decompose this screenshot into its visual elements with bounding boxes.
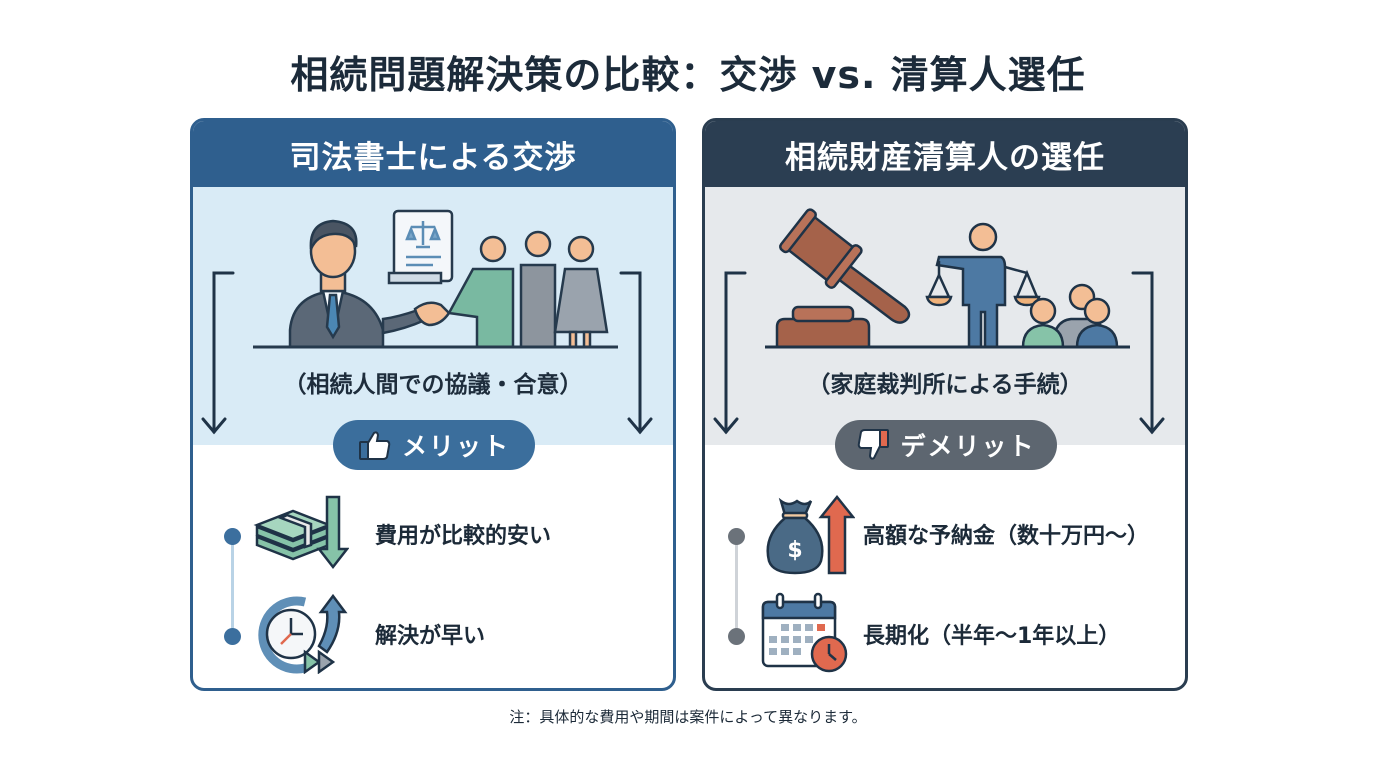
handshake-icon: [413, 301, 451, 327]
list-bullet: [728, 528, 745, 545]
merit-list: 費用が比較的安い 解決が早い: [193, 476, 673, 686]
bracket-arrow-left-icon: [201, 271, 235, 435]
list-bullet: [224, 628, 241, 645]
negotiation-panel: 司法書士による交渉: [190, 118, 676, 691]
thumbs-up-icon: [358, 431, 391, 460]
demerit-label: デメリット: [900, 432, 1036, 461]
illustration-area: （家庭裁判所による手続）: [705, 187, 1185, 445]
heirs-group-icon: [1021, 283, 1119, 349]
illustration-area: （相続人間での協議・合意）: [193, 187, 673, 445]
gavel-icon: [775, 208, 911, 349]
court-procedure-illustration: [713, 208, 1165, 435]
money-stack-down-arrow-icon: [253, 495, 349, 570]
list-connector: [735, 528, 738, 628]
clock-fast-forward-icon: [258, 593, 348, 674]
administrator-panel: 相続財産清算人の選任: [702, 118, 1188, 691]
approach-caption: （相続人間での協議・合意）: [283, 372, 583, 398]
footnote: 注：具体的な費用や期間は案件によって異なります。: [509, 708, 867, 726]
bracket-arrow-left-icon: [713, 271, 747, 435]
calendar-clock-icon: [761, 592, 848, 673]
money-bag-up-arrow-icon: $: [766, 494, 855, 575]
approach-caption: （家庭裁判所による手続）: [807, 372, 1083, 398]
demerit-badge: デメリット: [835, 420, 1057, 470]
demerit-list: $ 高額な予納金（数十万円～） 長期化（半年～1年以上）: [705, 476, 1185, 686]
merit-item-text: 費用が比較的安い: [375, 524, 552, 549]
demerit-item-text: 長期化（半年～1年以上）: [863, 624, 1121, 649]
merit-item-text: 解決が早い: [375, 624, 486, 649]
thumbs-down-icon: [858, 429, 890, 460]
negotiation-illustration: [201, 209, 653, 435]
demerit-item-text: 高額な予納金（数十万円～）: [863, 524, 1150, 549]
legal-document-icon: [387, 209, 454, 285]
heirs-group-icon: [447, 230, 609, 349]
page-title: 相続問題解決策の比較：交渉 vs. 清算人選任: [290, 53, 1086, 97]
list-bullet: [224, 528, 241, 545]
svg-text:$: $: [787, 538, 802, 563]
panel-header: 相続財産清算人の選任: [705, 121, 1185, 187]
merit-badge: メリット: [333, 420, 535, 470]
merit-label: メリット: [401, 432, 510, 461]
panel-header: 司法書士による交渉: [193, 121, 673, 187]
judicial-scrivener-person-icon: [288, 219, 427, 349]
list-connector: [231, 528, 234, 628]
list-bullet: [728, 628, 745, 645]
administrator-with-scales-icon: [925, 222, 1041, 349]
bracket-arrow-right-icon: [1131, 271, 1165, 435]
bracket-arrow-right-icon: [619, 271, 653, 435]
